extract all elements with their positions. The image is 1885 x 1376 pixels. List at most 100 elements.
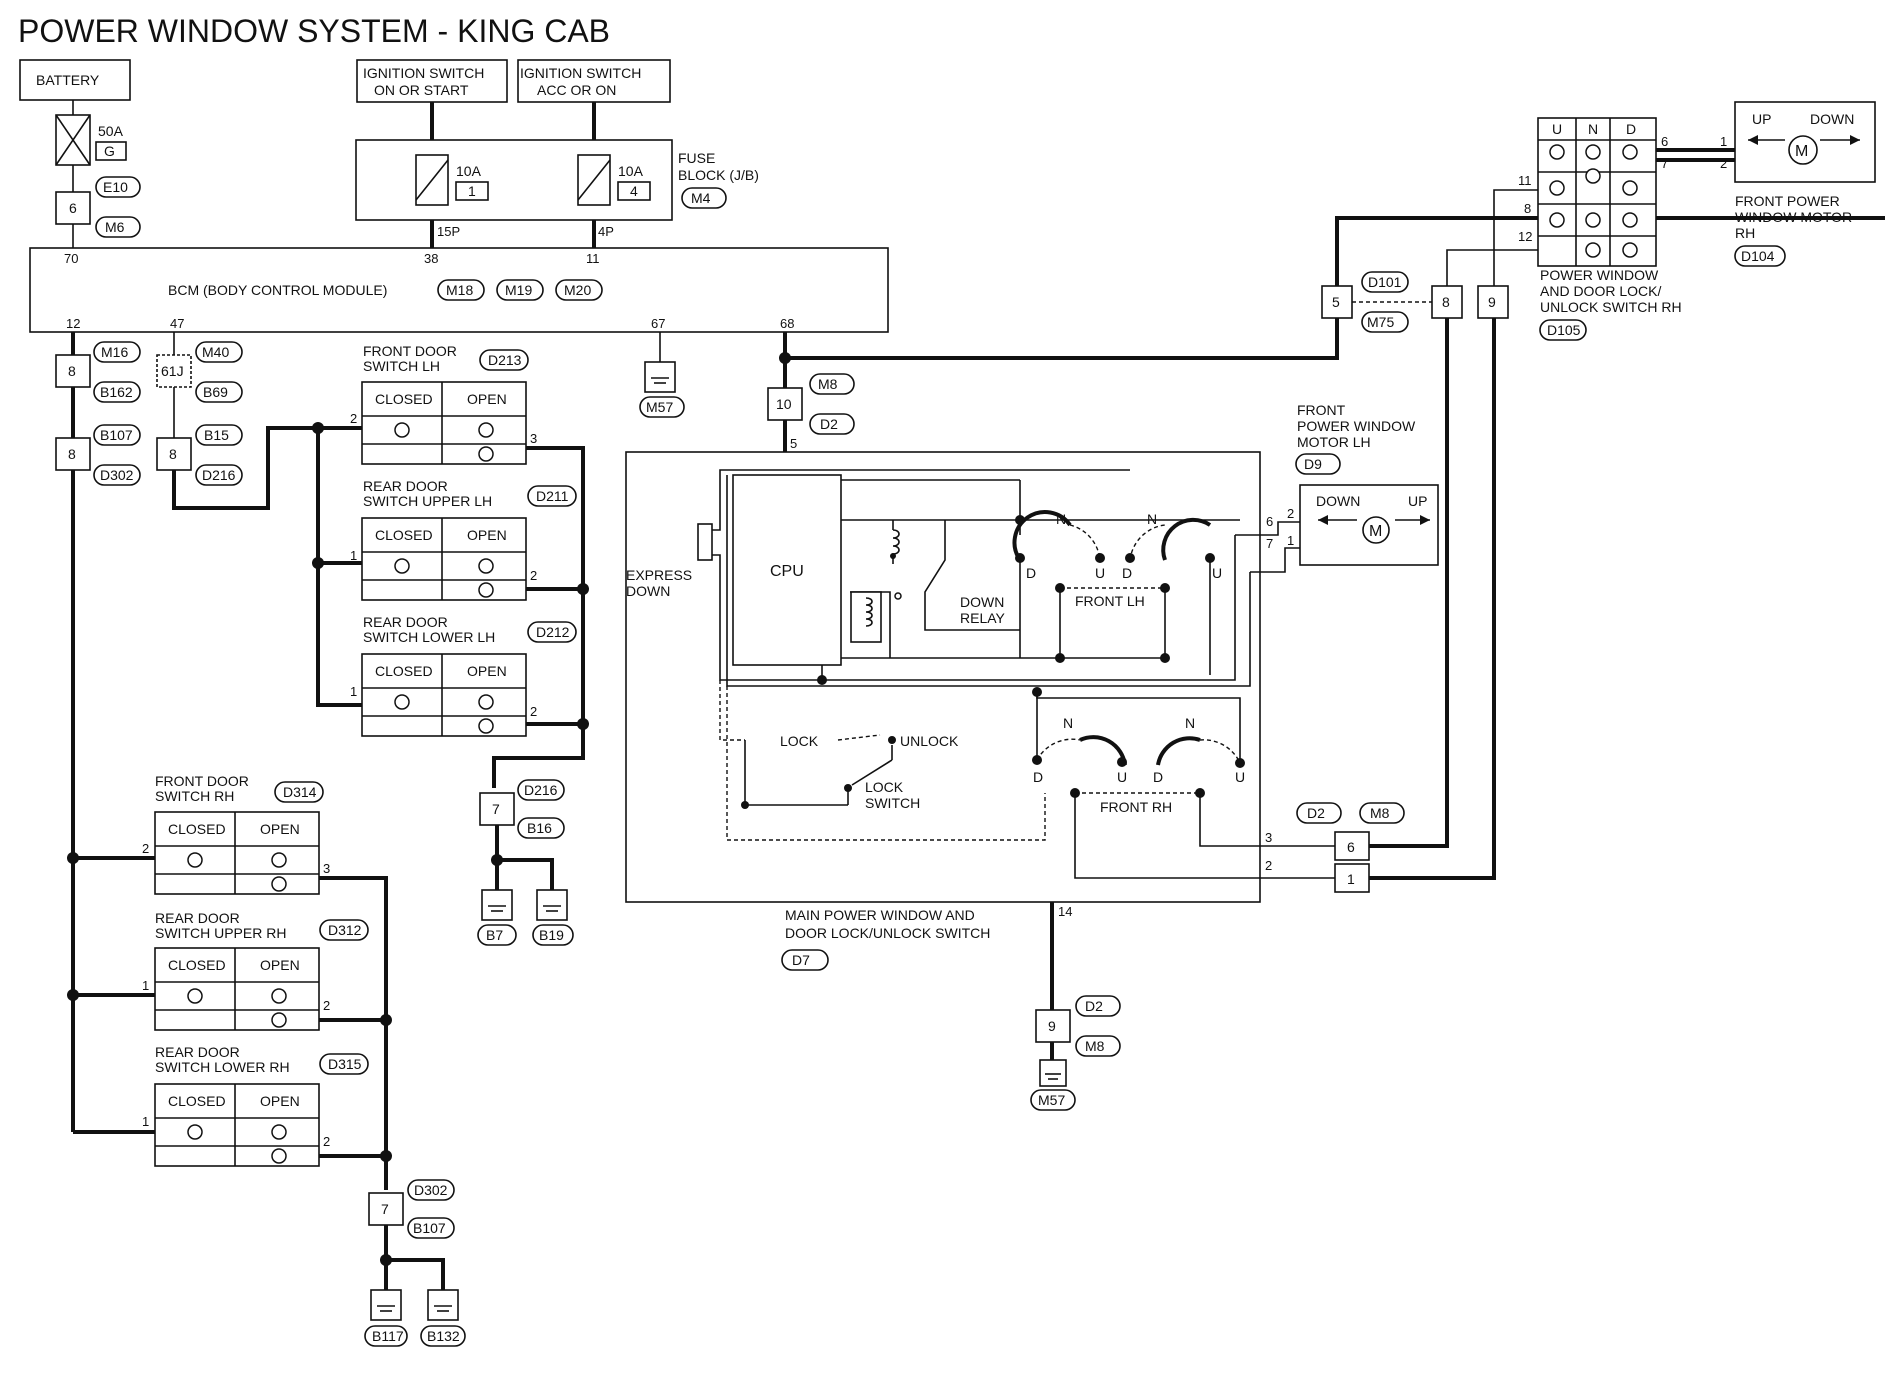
svg-text:4: 4 xyxy=(630,183,638,199)
rear-door-switch-lower-rh: REAR DOOR SWITCH LOWER RH D315 CLOSED OP… xyxy=(142,1044,369,1167)
svg-text:FRONT: FRONT xyxy=(1297,402,1346,418)
svg-text:D: D xyxy=(1626,121,1636,137)
svg-text:8: 8 xyxy=(169,446,177,462)
left-harness: 8 M16 B162 8 B107 D302 61J M40 B69 8 B15… xyxy=(55,332,362,1132)
svg-text:11: 11 xyxy=(586,251,600,266)
page-title: POWER WINDOW SYSTEM - KING CAB xyxy=(18,13,610,49)
svg-text:M6: M6 xyxy=(105,219,125,235)
svg-text:D302: D302 xyxy=(414,1182,448,1198)
svg-text:9: 9 xyxy=(1048,1018,1056,1034)
svg-text:CLOSED: CLOSED xyxy=(375,663,433,679)
rear-door-switch-upper-lh: REAR DOOR SWITCH UPPER LH D211 CLOSED OP… xyxy=(350,478,577,601)
svg-text:UNLOCK: UNLOCK xyxy=(900,733,959,749)
svg-text:OPEN: OPEN xyxy=(260,1093,300,1109)
svg-text:3: 3 xyxy=(323,861,330,876)
svg-text:B15: B15 xyxy=(204,427,229,443)
svg-text:MOTOR LH: MOTOR LH xyxy=(1297,434,1371,450)
svg-text:RH: RH xyxy=(1735,225,1755,241)
svg-text:N: N xyxy=(1185,715,1195,731)
svg-text:U: U xyxy=(1095,565,1105,581)
ignition-switch-on-start: IGNITION SWITCH ON OR START xyxy=(356,59,508,140)
battery-label: BATTERY xyxy=(36,72,100,88)
svg-text:D101: D101 xyxy=(1368,274,1402,290)
svg-text:FRONT RH: FRONT RH xyxy=(1100,799,1172,815)
svg-text:B132: B132 xyxy=(427,1328,460,1344)
front-power-window-motor-rh: UP DOWN M 1 2 FRONT POWER WINDOW MOTOR R… xyxy=(1720,101,1876,267)
svg-text:LOCK: LOCK xyxy=(780,733,819,749)
connector-d101-m75: 5 D101 M75 8 9 xyxy=(1321,217,1538,333)
svg-text:FRONT DOOR: FRONT DOOR xyxy=(155,773,249,789)
svg-text:D216: D216 xyxy=(202,467,236,483)
front-door-switch-lh: FRONT DOOR SWITCH LH D213 CLOSED OPEN 2 … xyxy=(350,343,537,465)
svg-text:B69: B69 xyxy=(203,384,228,400)
svg-text:DOWN: DOWN xyxy=(1316,493,1360,509)
svg-text:8: 8 xyxy=(1442,294,1450,310)
svg-text:11: 11 xyxy=(1518,173,1532,188)
svg-text:6: 6 xyxy=(1347,839,1355,855)
fuse-block: 10A 1 10A 4 FUSE BLOCK (J/B) M4 15P 4P xyxy=(355,139,759,248)
svg-text:DOWN: DOWN xyxy=(626,583,670,599)
svg-text:OPEN: OPEN xyxy=(467,391,507,407)
svg-text:D2: D2 xyxy=(1085,998,1103,1014)
svg-text:7: 7 xyxy=(381,1201,389,1217)
svg-text:M57: M57 xyxy=(1038,1092,1065,1108)
svg-text:M8: M8 xyxy=(1085,1038,1105,1054)
svg-text:D312: D312 xyxy=(328,922,362,938)
svg-text:WINDOW MOTOR: WINDOW MOTOR xyxy=(1735,209,1852,225)
svg-text:6: 6 xyxy=(69,200,77,216)
svg-text:10A: 10A xyxy=(456,163,482,179)
fuse-50a-id: G xyxy=(104,143,115,159)
svg-text:OPEN: OPEN xyxy=(260,821,300,837)
svg-text:D: D xyxy=(1026,565,1036,581)
svg-text:70: 70 xyxy=(64,251,78,266)
svg-text:D315: D315 xyxy=(328,1056,362,1072)
svg-text:D7: D7 xyxy=(792,952,810,968)
svg-text:D104: D104 xyxy=(1741,248,1775,264)
svg-text:AND DOOR LOCK/: AND DOOR LOCK/ xyxy=(1540,283,1661,299)
front-power-window-motor-lh: FRONT POWER WINDOW MOTOR LH D9 DOWN UP M… xyxy=(1287,402,1439,566)
svg-text:BCM (BODY CONTROL MODULE): BCM (BODY CONTROL MODULE) xyxy=(168,282,387,298)
svg-text:N: N xyxy=(1056,511,1066,527)
cpu xyxy=(732,474,842,666)
svg-text:D: D xyxy=(1153,769,1163,785)
svg-text:3: 3 xyxy=(530,431,537,446)
svg-text:2: 2 xyxy=(530,704,537,719)
svg-text:UP: UP xyxy=(1752,111,1771,127)
svg-text:1: 1 xyxy=(350,548,357,563)
svg-text:ACC OR ON: ACC OR ON xyxy=(537,82,616,98)
svg-text:B16: B16 xyxy=(527,820,552,836)
ground-m57-bottom: 9 D2 M8 M57 xyxy=(1030,995,1121,1111)
svg-text:M4: M4 xyxy=(691,190,711,206)
svg-text:FRONT POWER: FRONT POWER xyxy=(1735,193,1840,209)
svg-text:CLOSED: CLOSED xyxy=(375,391,433,407)
fuse-50a-label: 50A xyxy=(98,123,124,139)
svg-text:D: D xyxy=(1122,565,1132,581)
svg-text:1: 1 xyxy=(1287,533,1294,548)
svg-text:M16: M16 xyxy=(101,344,128,360)
svg-text:OPEN: OPEN xyxy=(467,663,507,679)
svg-text:D105: D105 xyxy=(1547,322,1581,338)
svg-text:LOCK: LOCK xyxy=(865,779,904,795)
svg-text:ON OR START: ON OR START xyxy=(374,82,469,98)
svg-text:CLOSED: CLOSED xyxy=(375,527,433,543)
svg-text:D9: D9 xyxy=(1304,456,1322,472)
svg-text:6: 6 xyxy=(1266,514,1273,529)
connector-d2-m8: 6 1 D2 M8 xyxy=(1296,302,1496,893)
svg-text:B107: B107 xyxy=(413,1220,446,1236)
ignition-switch-acc-on: IGNITION SWITCH ACC OR ON xyxy=(517,59,671,140)
svg-text:UP: UP xyxy=(1408,493,1427,509)
svg-text:M8: M8 xyxy=(1370,805,1390,821)
svg-text:B7: B7 xyxy=(486,927,503,943)
svg-text:M18: M18 xyxy=(446,282,473,298)
svg-text:SWITCH: SWITCH xyxy=(865,795,920,811)
svg-text:E10: E10 xyxy=(103,179,128,195)
svg-text:M20: M20 xyxy=(564,282,591,298)
svg-text:1: 1 xyxy=(350,684,357,699)
svg-text:REAR DOOR: REAR DOOR xyxy=(363,478,448,494)
svg-text:M40: M40 xyxy=(202,344,229,360)
svg-text:3: 3 xyxy=(1265,830,1272,845)
svg-text:FUSE: FUSE xyxy=(678,150,715,166)
svg-text:EXPRESS: EXPRESS xyxy=(626,567,692,583)
svg-text:47: 47 xyxy=(170,316,184,331)
svg-text:REAR DOOR: REAR DOOR xyxy=(155,910,240,926)
